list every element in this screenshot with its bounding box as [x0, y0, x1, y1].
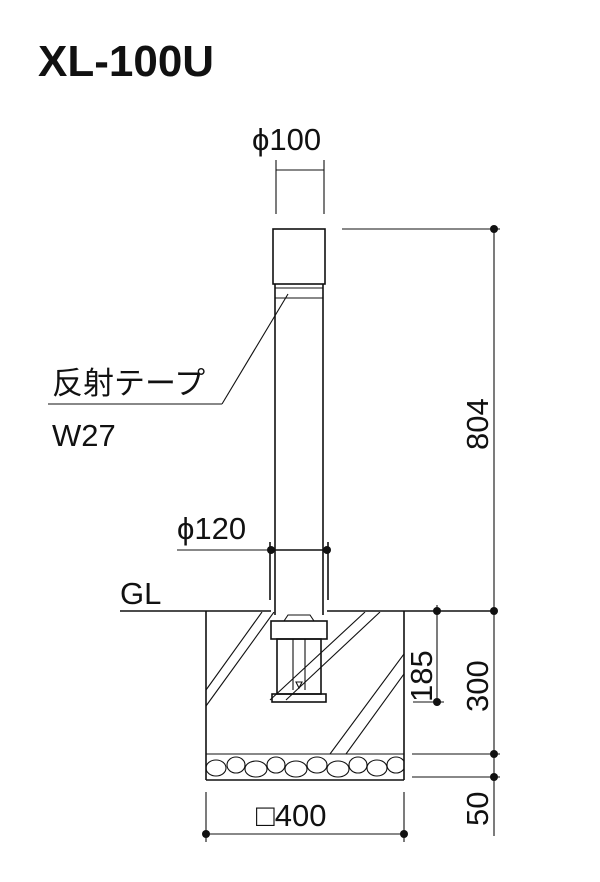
height-dimension: 804 [342, 225, 500, 615]
ring-diameter-callout: ϕ120 [177, 511, 270, 551]
bollard-socket [276, 638, 322, 695]
concrete-foundation [205, 611, 405, 781]
reflective-tape-label: 反射テープ [52, 366, 205, 401]
reflective-tape-callout: 反射テープ W27 [48, 293, 289, 453]
gravel-depth-dimension: 50 [412, 754, 500, 836]
foundation-depth-dimension: 300 [412, 611, 500, 758]
ground-line: GL [120, 576, 496, 612]
embed-depth-dimension: 185 [404, 605, 444, 706]
foundation-depth-label: 300 [460, 660, 495, 712]
height-label: 804 [460, 398, 495, 450]
gravel-depth-label: 50 [460, 792, 495, 826]
foundation-width-dimension: □400 [202, 792, 408, 842]
foundation-width-label: □400 [256, 798, 326, 833]
ground-label: GL [120, 576, 161, 611]
bollard-cap [272, 228, 326, 285]
top-diameter-dimension: ϕ100 [252, 122, 325, 214]
gravel-layer [206, 756, 404, 778]
ring-diameter-label: ϕ120 [177, 511, 246, 546]
bollard-post [267, 228, 331, 703]
tape-width-label: W27 [52, 418, 116, 453]
product-title: XL-100U [38, 37, 214, 86]
embed-depth-label: 185 [404, 650, 439, 702]
bollard-socket-collar [270, 620, 328, 640]
top-diameter-label: ϕ100 [252, 122, 321, 157]
